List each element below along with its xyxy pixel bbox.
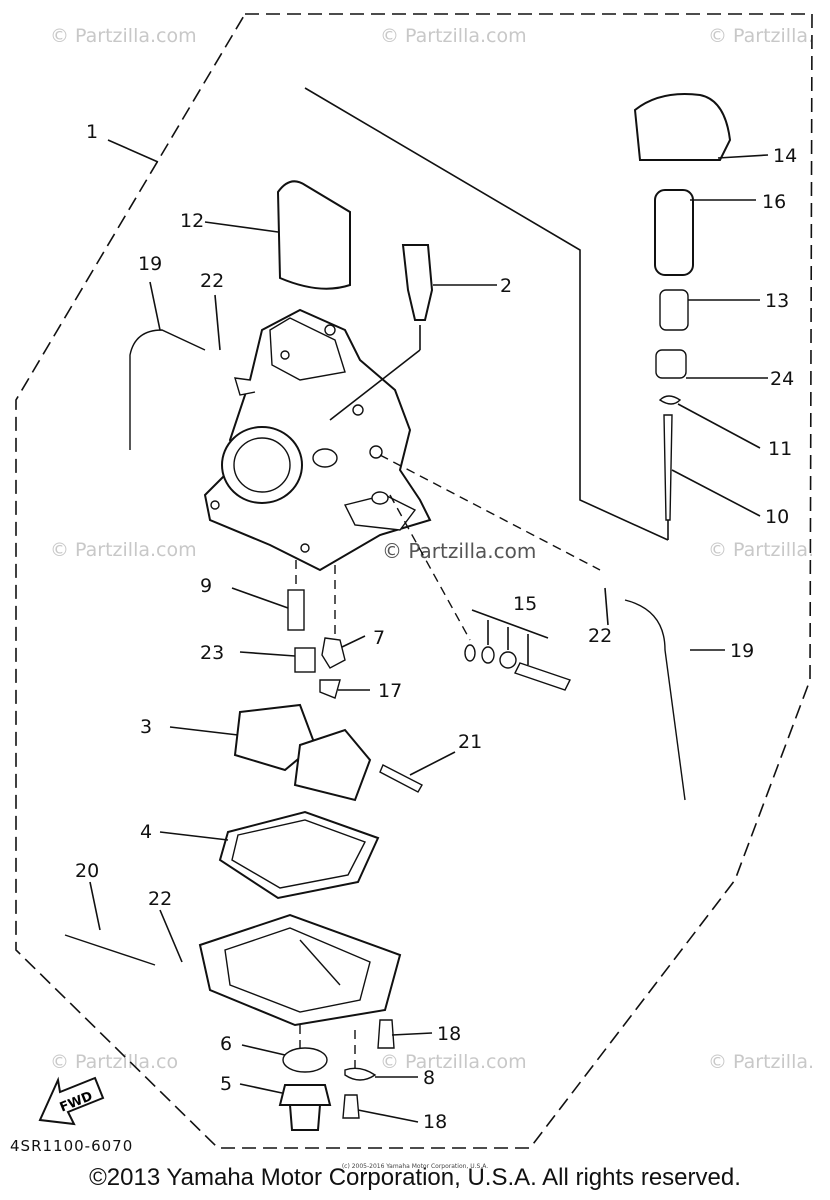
needle-clip — [658, 395, 682, 405]
callout-5: 5 — [220, 1073, 232, 1095]
callout-8: 8 — [423, 1067, 435, 1089]
callout-19-right: 19 — [730, 640, 754, 662]
spring — [654, 189, 694, 276]
watermark-top-right: © Partzilla. — [708, 25, 814, 47]
hose-right — [624, 599, 686, 801]
watermarks: © Partzilla.com © Partzilla.com © Partzi… — [50, 25, 814, 1073]
callout-4: 4 — [140, 821, 152, 843]
callout-6: 6 — [220, 1033, 232, 1055]
callout-22-right: 22 — [588, 625, 612, 647]
fwd-arrow: FWD — [38, 1076, 105, 1126]
callout-11: 11 — [768, 438, 792, 460]
callout-23: 23 — [200, 642, 224, 664]
mixing-chamber-top — [633, 93, 732, 161]
callout-10: 10 — [765, 506, 789, 528]
callout-9: 9 — [200, 575, 212, 597]
callout-2: 2 — [500, 275, 512, 297]
callout-22-upper: 22 — [200, 270, 224, 292]
callout-labels: 1 2 3 4 5 6 7 8 9 10 11 12 13 14 15 16 1… — [75, 121, 797, 1133]
bolt-upper — [377, 1019, 395, 1049]
callout-19-left: 19 — [138, 253, 162, 275]
washer — [344, 1067, 377, 1081]
callout-7: 7 — [373, 627, 385, 649]
float-chamber — [198, 913, 402, 1027]
needle-guide-line — [304, 87, 669, 541]
watermark-center: © Partzilla.com — [382, 539, 536, 563]
collar — [655, 349, 687, 379]
leader-lines — [89, 139, 769, 1123]
assembly-boundary — [15, 13, 813, 1149]
callout-12: 12 — [180, 210, 204, 232]
callout-16: 16 — [762, 191, 786, 213]
hose-bottom — [64, 934, 156, 966]
carburetor-body — [203, 308, 432, 572]
callout-20: 20 — [75, 860, 99, 882]
watermark-mid-left: © Partzilla.com — [50, 539, 197, 561]
callout-24: 24 — [770, 368, 794, 390]
pilot-jet — [294, 647, 316, 673]
callout-21: 21 — [458, 731, 482, 753]
callout-14: 14 — [773, 145, 797, 167]
throttle-stop-screw — [401, 244, 434, 321]
callout-15: 15 — [513, 593, 537, 615]
throttle-valve — [276, 180, 351, 290]
watermark-top-center: © Partzilla.com — [380, 25, 527, 47]
callout-18-upper: 18 — [437, 1023, 461, 1045]
bolt-lower — [342, 1094, 360, 1119]
needle-valve — [321, 637, 346, 669]
air-screw-set — [464, 609, 571, 691]
drain-plug — [278, 1084, 332, 1106]
float-right — [293, 728, 372, 802]
callout-22-lower: 22 — [148, 888, 172, 910]
callout-3: 3 — [140, 716, 152, 738]
callout-1: 1 — [86, 121, 98, 143]
clip — [319, 679, 341, 699]
hose-left — [129, 329, 206, 450]
float-pin — [379, 764, 423, 793]
diagram-reference-code: 4SR1100-6070 — [10, 1137, 134, 1155]
copyright-notice: ©2013 Yamaha Motor Corporation, U.S.A. A… — [89, 1164, 741, 1191]
watermark-mid-right: © Partzilla. — [708, 539, 814, 561]
o-ring — [282, 1047, 328, 1073]
callout-13: 13 — [765, 290, 789, 312]
main-jet — [287, 589, 305, 631]
watermark-bottom-right: © Partzilla. — [708, 1051, 814, 1073]
callout-18-lower: 18 — [423, 1111, 447, 1133]
callout-17: 17 — [378, 680, 402, 702]
watermark-bottom-center: © Partzilla.com — [380, 1051, 527, 1073]
fine-print: (c) 2005-2016 Yamaha Motor Corporation, … — [341, 1163, 489, 1170]
holder — [659, 289, 689, 331]
jet-needle — [663, 414, 673, 521]
watermark-top-left: © Partzilla.com — [50, 25, 197, 47]
watermark-bottom-left: © Partzilla.co — [50, 1051, 178, 1073]
